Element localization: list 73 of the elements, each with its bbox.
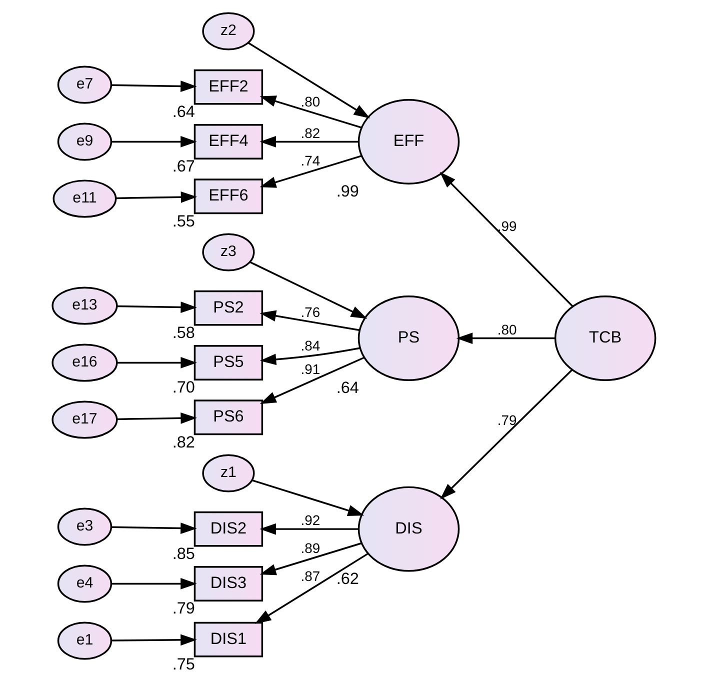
edge-label: .82: [300, 124, 320, 141]
node-label: .70: [172, 378, 195, 397]
edge-label: .87: [300, 568, 320, 584]
node-label: .85: [172, 544, 195, 563]
node-box: PS6: [194, 400, 264, 436]
node-ellipse: z1: [202, 454, 255, 492]
node-label: .55: [172, 212, 195, 230]
arrow: [248, 42, 370, 118]
node-label: .62: [336, 570, 359, 588]
arrow: [260, 96, 362, 128]
edge-label: .89: [300, 540, 320, 556]
arrow: [260, 155, 362, 188]
edge-label: .74: [300, 152, 320, 169]
arrow: [250, 261, 368, 319]
node-box: DIS2: [194, 511, 264, 547]
arrow: [440, 172, 574, 307]
node-label: .58: [172, 324, 195, 342]
edge-label: .91: [300, 360, 320, 377]
arrow: [116, 191, 198, 203]
node-ellipse: EFF: [358, 98, 460, 184]
arrow: [111, 578, 197, 590]
arrow: [116, 357, 198, 368]
arrow: [252, 479, 364, 516]
node-ellipse: e17: [52, 400, 118, 439]
arrow: [440, 369, 573, 500]
node-label: .82: [172, 433, 195, 452]
node-ellipse: TCB: [554, 296, 656, 382]
node-label: .64: [172, 102, 195, 121]
arrow: [111, 522, 197, 534]
edge-label: .76: [300, 304, 320, 320]
arrow: [116, 302, 198, 313]
arrow: [260, 523, 359, 535]
node-ellipse: e7: [57, 66, 112, 104]
arrow: [111, 136, 197, 148]
node-label: .64: [336, 379, 359, 398]
node-ellipse: DIS: [358, 486, 460, 572]
node-ellipse: e11: [52, 180, 117, 218]
node-label: .99: [336, 182, 359, 201]
node-box: PS2: [194, 290, 264, 326]
arrow: [260, 136, 359, 148]
node-ellipse: e3: [57, 508, 112, 546]
arrow: [260, 542, 362, 576]
edge-label: .79: [497, 412, 517, 428]
arrow: [254, 552, 368, 624]
node-label: .79: [172, 600, 195, 618]
node-label: .67: [172, 158, 195, 176]
node-ellipse: e1: [57, 622, 112, 660]
node-ellipse: z3: [202, 233, 255, 272]
edge-label: .80: [300, 93, 320, 110]
arrow: [260, 310, 360, 331]
node-ellipse: z2: [202, 12, 255, 50]
edge-label: .80: [497, 321, 517, 338]
node-box: PS5: [194, 344, 264, 380]
edge-label: .92: [300, 512, 320, 528]
node-ellipse: e9: [57, 122, 112, 161]
arrow: [260, 356, 364, 404]
node-ellipse: e4: [57, 564, 112, 603]
arrow: [116, 412, 198, 424]
node-ellipse: PS: [358, 296, 460, 382]
arrow: [111, 80, 197, 92]
arrow: [111, 634, 197, 646]
node-ellipse: e16: [52, 344, 118, 382]
edge-label: .84: [300, 338, 320, 354]
node-box: EFF2: [194, 69, 264, 105]
node-box: DIS1: [194, 622, 264, 658]
node-box: EFF6: [194, 178, 264, 214]
node-label: .75: [172, 655, 195, 674]
node-ellipse: e13: [52, 286, 118, 325]
node-box: DIS3: [194, 566, 264, 602]
node-box: EFF4: [194, 124, 264, 160]
edge-label: .99: [497, 218, 517, 234]
arrow: [260, 347, 360, 366]
arrow: [456, 332, 556, 344]
